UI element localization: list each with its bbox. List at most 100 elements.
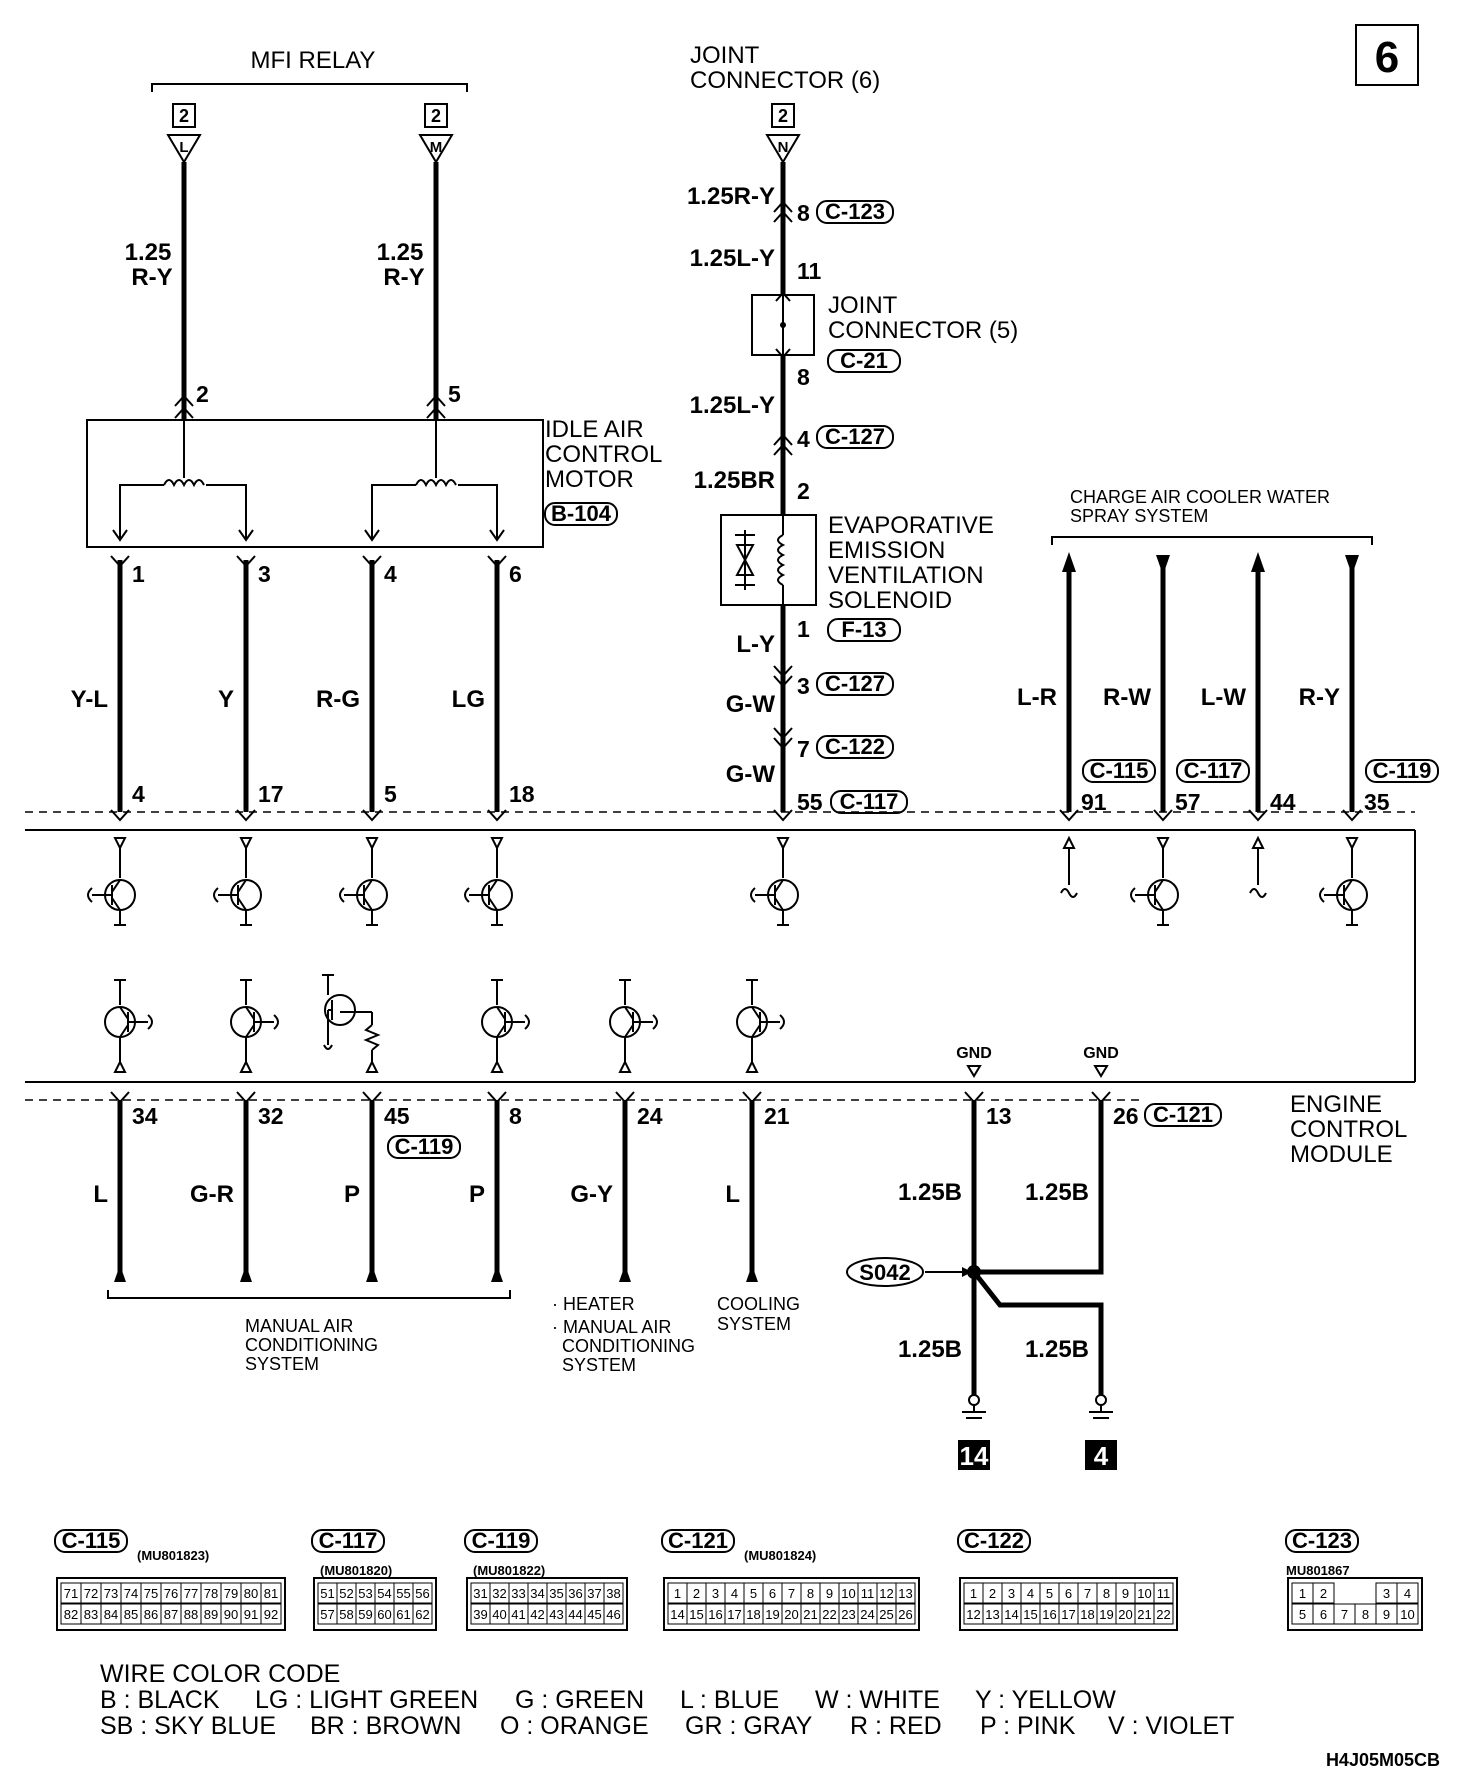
svg-text:MU801867: MU801867 (1286, 1563, 1350, 1578)
ecm-pin-18: 18 (509, 781, 535, 807)
center-wire-7: G-W (726, 691, 776, 718)
svg-text:18: 18 (1080, 1607, 1094, 1622)
svg-text:2: 2 (693, 1586, 700, 1601)
svg-text:N: N (778, 139, 789, 156)
svg-text:1: 1 (674, 1586, 681, 1601)
center-pin-2: 2 (797, 478, 810, 504)
svg-text:8: 8 (1362, 1607, 1369, 1622)
svg-text:61: 61 (396, 1607, 410, 1622)
center-wire-2: 1.25L-Y (690, 245, 775, 272)
legend-o: O : ORANGE (500, 1712, 649, 1740)
joint-connector-6-terminal: 2 N (765, 103, 801, 164)
heater-label-2: · MANUAL AIR (552, 1317, 671, 1337)
legend-sb: SB : SKY BLUE (100, 1712, 276, 1740)
svg-text:5: 5 (750, 1586, 757, 1601)
cooling-label-1: COOLING (717, 1294, 800, 1314)
bottom-conn-c119: C-119 (395, 1134, 454, 1159)
svg-text:(MU801824): (MU801824) (744, 1548, 816, 1563)
bottom-pin-45: 45 (384, 1103, 410, 1129)
wire-color-r-g: R-G (316, 686, 360, 713)
svg-text:11: 11 (1157, 1586, 1171, 1601)
svg-text:38: 38 (606, 1586, 620, 1601)
svg-text:19: 19 (765, 1607, 779, 1622)
svg-text:77: 77 (184, 1586, 198, 1601)
ground-point-14: 14 (960, 1441, 989, 1471)
svg-text:(MU801823): (MU801823) (137, 1548, 209, 1563)
svg-text:11: 11 (861, 1586, 875, 1601)
legend-l: L : BLUE (680, 1686, 779, 1714)
svg-text:16: 16 (708, 1607, 722, 1622)
mfi-relay-terminal-left: 2 L (166, 103, 202, 164)
motor-top-pin-4: 4 (384, 561, 397, 587)
svg-text:86: 86 (144, 1607, 158, 1622)
ecm-pin-5: 5 (384, 781, 397, 807)
legend-y: Y : YELLOW (975, 1686, 1116, 1714)
svg-text:42: 42 (530, 1607, 544, 1622)
svg-text:26: 26 (898, 1607, 912, 1622)
svg-text:3: 3 (1383, 1586, 1390, 1601)
gnd-label-26: GND (1083, 1045, 1119, 1062)
svg-text:12: 12 (966, 1607, 980, 1622)
svg-text:75: 75 (144, 1586, 158, 1601)
relay-wire-right-color: R-Y (383, 264, 424, 291)
center-pin-3: 3 (797, 673, 810, 699)
center-pin-1: 1 (797, 616, 810, 642)
svg-text:35: 35 (549, 1586, 563, 1601)
mfi-relay-bracket (151, 83, 468, 92)
svg-text:22: 22 (1156, 1607, 1170, 1622)
center-pin-8b: 8 (797, 364, 810, 390)
svg-text:6: 6 (1065, 1586, 1072, 1601)
svg-text:20: 20 (784, 1607, 798, 1622)
svg-text:55: 55 (396, 1586, 410, 1601)
svg-text:1: 1 (970, 1586, 977, 1601)
evap-label-4: SOLENOID (828, 587, 952, 614)
svg-text:83: 83 (84, 1607, 98, 1622)
idle-air-control-motor (86, 419, 544, 548)
svg-text:82: 82 (64, 1607, 78, 1622)
bottom-wire-p2: P (469, 1181, 485, 1208)
heater-label-3: CONDITIONING (562, 1336, 695, 1356)
svg-text:8: 8 (807, 1586, 814, 1601)
joint-connector-5-conn: C-21 (840, 348, 888, 373)
svg-text:46: 46 (606, 1607, 620, 1622)
svg-text:16: 16 (1042, 1607, 1056, 1622)
relay-wire-left-size: 1.25 (125, 239, 172, 266)
svg-text:2: 2 (989, 1586, 996, 1601)
svg-text:14: 14 (1004, 1607, 1018, 1622)
center-pin-11: 11 (797, 258, 822, 284)
svg-text:33: 33 (511, 1586, 525, 1601)
legend-v: V : VIOLET (1108, 1712, 1234, 1740)
svg-text:39: 39 (473, 1607, 487, 1622)
splice-label: S042 (859, 1260, 910, 1285)
svg-text:5: 5 (1046, 1586, 1053, 1601)
motor-top-pin-1: 1 (132, 561, 145, 587)
svg-text:7: 7 (788, 1586, 795, 1601)
ground-point-4: 4 (1094, 1441, 1109, 1471)
joint-connector-6-label-1: JOINT (690, 42, 760, 69)
splice-oval (846, 1257, 924, 1287)
svg-text:57: 57 (320, 1607, 334, 1622)
bottom-pin-32: 32 (258, 1103, 284, 1129)
ground-wire-a-top: 1.25B (898, 1179, 962, 1206)
svg-text:91: 91 (244, 1607, 258, 1622)
svg-text:9: 9 (1122, 1586, 1129, 1601)
svg-text:4: 4 (1027, 1586, 1034, 1601)
svg-text:43: 43 (549, 1607, 563, 1622)
bottom-wire-l: L (93, 1181, 108, 1208)
svg-text:87: 87 (164, 1607, 178, 1622)
center-conn-c127a: C-127 (825, 424, 885, 449)
wire-color-y-l: Y-L (71, 686, 108, 713)
svg-text:10: 10 (1400, 1607, 1414, 1622)
idle-air-conn: B-104 (551, 501, 612, 526)
svg-text:56: 56 (415, 1586, 429, 1601)
ground-wiring (925, 1091, 1113, 1419)
svg-text:8: 8 (1103, 1586, 1110, 1601)
svg-text:2: 2 (179, 106, 189, 126)
svg-text:17: 17 (727, 1607, 741, 1622)
ground-wire-b-bottom: 1.25B (1025, 1336, 1089, 1363)
